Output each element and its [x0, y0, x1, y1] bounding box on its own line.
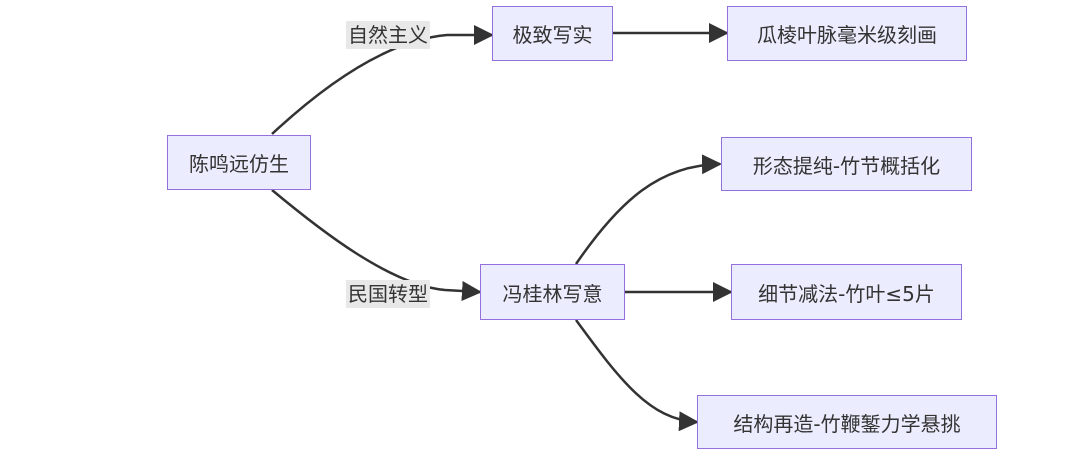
node-realism[interactable]: 极致写实: [492, 6, 613, 61]
node-feng-child-3[interactable]: 结构再造-竹鞭錾力学悬挑: [697, 395, 997, 449]
edge-root-to-realism: [271, 25, 494, 135]
node-feng-child-1[interactable]: 形态提纯-竹节概括化: [721, 137, 972, 191]
edge-root-to-feng: [271, 189, 482, 301]
node-feng[interactable]: 冯桂林写意: [480, 264, 625, 320]
node-root[interactable]: 陈鸣远仿生: [167, 135, 311, 190]
edge-label-republic: 民国转型: [346, 280, 430, 308]
node-realism-detail[interactable]: 瓜棱叶脉毫米级刻画: [727, 6, 967, 61]
edge-label-naturalism: 自然主义: [346, 21, 430, 49]
edge-feng-to-child-1: [574, 154, 722, 265]
edge-feng-to-child-3: [574, 319, 699, 432]
node-feng-child-2[interactable]: 细节减法-竹叶≤5片: [731, 264, 962, 320]
